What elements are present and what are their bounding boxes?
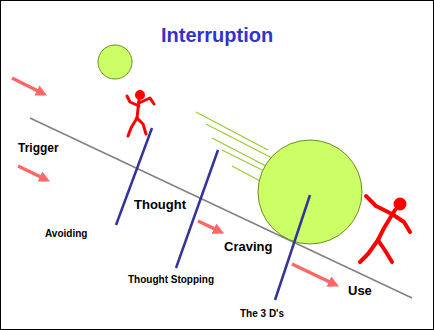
slope-line	[30, 118, 412, 298]
small-ball	[98, 45, 132, 79]
stage-label: Use	[348, 284, 372, 299]
stage-label: Craving	[224, 240, 272, 255]
barrier-label: Avoiding	[45, 228, 87, 240]
barrier-label: The 3 D's	[240, 308, 284, 320]
barrier-lines	[116, 128, 310, 300]
blocking-figure	[127, 92, 154, 137]
stage-label: Thought	[134, 198, 186, 213]
stage-label: Trigger	[18, 142, 59, 156]
flow-arrows	[12, 78, 334, 284]
stretching-figure	[360, 196, 410, 262]
barrier-label: Thought Stopping	[128, 274, 214, 286]
motion-lines	[196, 112, 272, 182]
diagram-title: Interruption	[161, 24, 273, 47]
big-ball	[258, 140, 362, 244]
